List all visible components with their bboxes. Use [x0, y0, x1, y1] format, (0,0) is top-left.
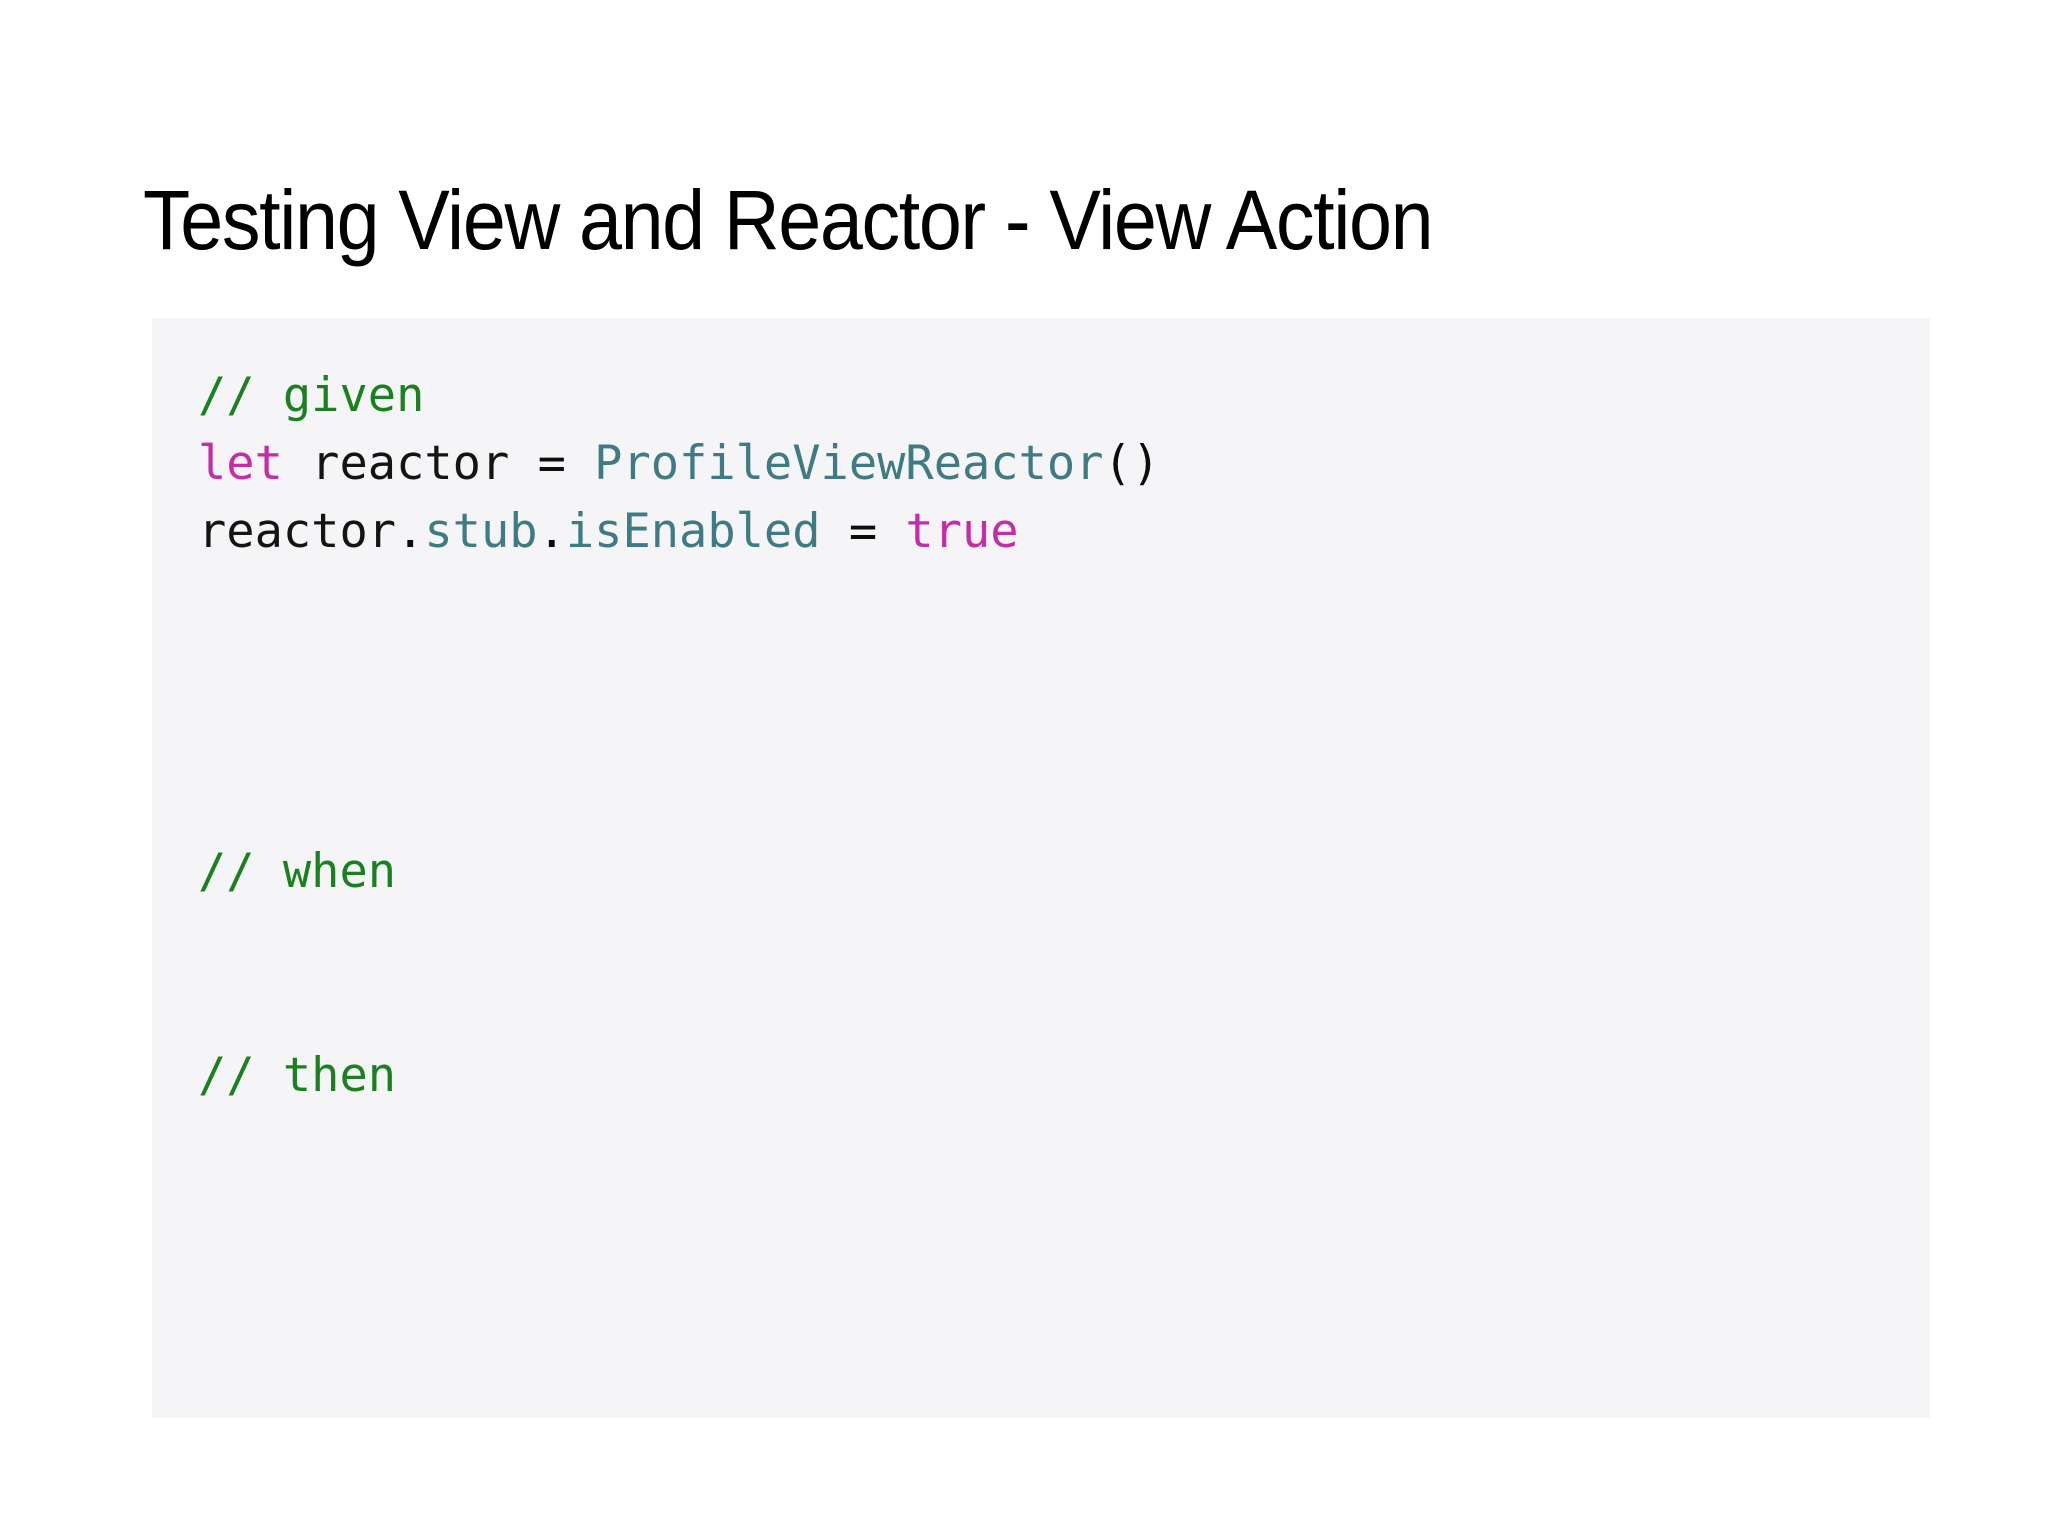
code-line: // given — [198, 362, 1930, 430]
code-token-comment: // when — [198, 844, 397, 899]
code-line — [198, 974, 1930, 1042]
code-token-punct: . — [396, 504, 425, 559]
code-line — [198, 906, 1930, 974]
code-token-punct: = — [820, 504, 906, 559]
code-token-comment: // then — [198, 1048, 397, 1103]
code-token-prop: isEnabled — [565, 504, 821, 559]
code-line — [198, 1314, 1930, 1382]
code-token-punct: . — [537, 504, 566, 559]
code-line — [198, 1246, 1930, 1314]
code-token-plain: reactor — [198, 504, 397, 559]
code-line — [198, 702, 1930, 770]
code-token-punct: () — [1103, 436, 1161, 491]
code-block-card: // given let reactor = ProfileViewReactor… — [152, 318, 1930, 1418]
code-line: // then — [198, 1042, 1930, 1110]
code-line: // when — [198, 838, 1930, 906]
code-line — [198, 634, 1930, 702]
code-line — [198, 566, 1930, 634]
code-line: reactor.stub.isEnabled = true — [198, 498, 1930, 566]
code-token-type: ProfileViewReactor — [594, 436, 1104, 491]
code-token-keyword: let — [198, 436, 283, 491]
page-title: Testing View and Reactor - View Action — [143, 173, 1434, 268]
code-listing: // given let reactor = ProfileViewReactor… — [198, 362, 1930, 1382]
code-token-plain: reactor — [282, 436, 538, 491]
code-line — [198, 1110, 1930, 1178]
code-line: let reactor = ProfileViewReactor() — [198, 430, 1930, 498]
code-token-comment: // given — [198, 368, 425, 423]
code-line — [198, 1178, 1930, 1246]
code-token-literal: true — [905, 504, 1019, 559]
code-line — [198, 770, 1930, 838]
code-token-prop: stub — [424, 504, 538, 559]
code-token-punct: = — [537, 436, 595, 491]
